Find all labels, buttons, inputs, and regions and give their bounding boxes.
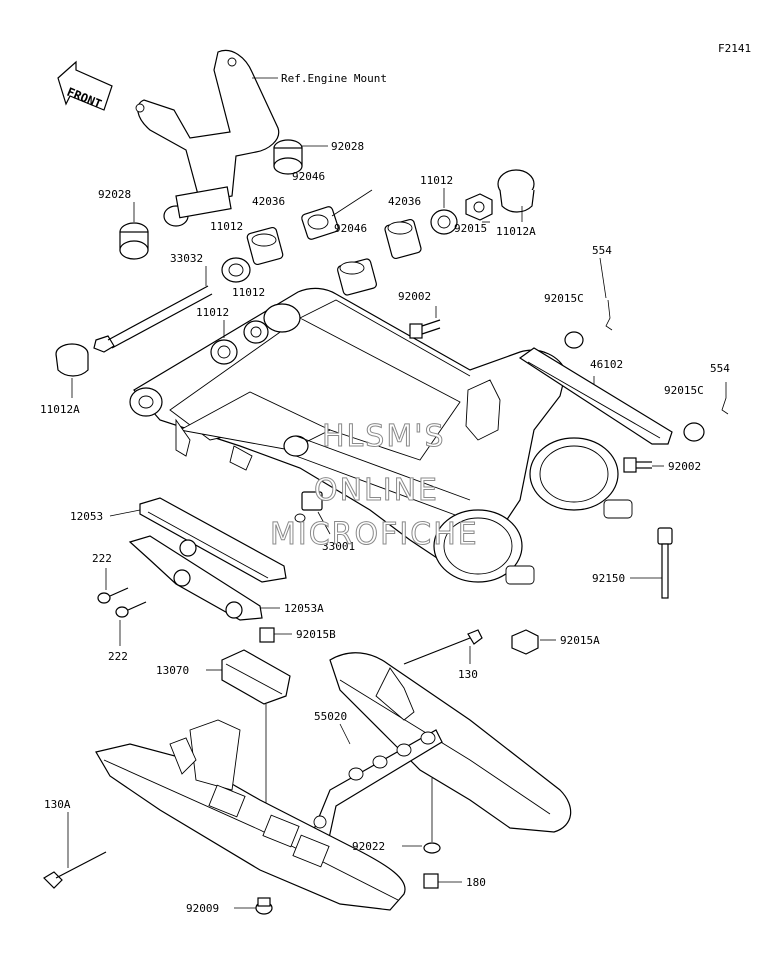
chain-guide: 12053A: [128, 535, 324, 621]
label-222-b: 222: [108, 650, 128, 663]
label-12053A: 12053A: [284, 602, 324, 615]
label-46102: 46102: [590, 358, 623, 371]
label-42036-b: 42036: [388, 195, 421, 208]
pivot-seals: 11012 11012 11012A: [40, 286, 269, 416]
label-11012A-left: 11012A: [40, 403, 80, 416]
bolt-92150: 92150: [592, 527, 673, 599]
label-92028-top: 92028: [331, 140, 364, 153]
figure-id: F2141: [718, 42, 751, 55]
nut-92015B: 92015B: [259, 627, 336, 643]
washer-92022: 92022: [352, 778, 441, 854]
label-12053: 12053: [70, 510, 103, 523]
label-92015: 92015: [454, 222, 487, 235]
label-92046-a: 92046: [292, 170, 325, 183]
ref-label: Ref.Engine Mount: [281, 72, 387, 85]
tie-rod-assembly: 92015C 554 46102 92015C 554: [518, 244, 730, 445]
label-130: 130: [458, 668, 478, 681]
block-13070: 13070: [156, 649, 291, 840]
label-11012-a: 11012: [210, 220, 243, 233]
label-11012-b: 11012: [232, 286, 265, 299]
label-13070: 13070: [156, 664, 189, 677]
nut-92015A: 92015A: [511, 629, 600, 655]
label-554-b: 554: [710, 362, 730, 375]
label-11012A-top: 11012A: [496, 225, 536, 238]
label-554-a: 554: [592, 244, 612, 257]
label-92015C-b: 92015C: [664, 384, 704, 397]
label-92022: 92022: [352, 840, 385, 853]
chain-slider: 12053: [70, 497, 287, 583]
label-92150: 92150: [592, 572, 625, 585]
watermark-line-3: MICROFICHE: [270, 517, 479, 552]
lower-chain-cover: [95, 719, 406, 911]
label-33001: 33001: [322, 540, 355, 553]
label-42036-a: 42036: [252, 195, 285, 208]
label-92015A: 92015A: [560, 634, 600, 647]
label-92015C-a: 92015C: [544, 292, 584, 305]
bolt-180: 180: [423, 873, 486, 889]
fitting-33001: 33001: [294, 491, 355, 553]
bolt-130A: 130A: [43, 798, 107, 889]
label-11012-top: 11012: [420, 174, 453, 187]
front-arrow-icon: FRONT: [57, 60, 113, 111]
label-180: 180: [466, 876, 486, 889]
engine-mount-bracket: Ref.Engine Mount: [135, 49, 387, 227]
screws-222: 222 222: [92, 552, 147, 663]
watermark-line-1: HLSM'S: [322, 419, 446, 454]
bolt-130: 130: [403, 629, 483, 681]
label-92002-b: 92002: [668, 460, 701, 473]
label-92046-b: 92046: [334, 222, 367, 235]
chain-guard: 55020: [307, 652, 572, 853]
label-92028-left: 92028: [98, 188, 131, 201]
bolt-92002-upper: 92002: [398, 290, 441, 339]
watermark: HLSM'S ONLINE MICROFICHE: [270, 419, 479, 553]
bolt-92002-lower: 92002: [623, 457, 701, 473]
label-130A: 130A: [44, 798, 71, 811]
label-33032: 33032: [170, 252, 203, 265]
label-92009: 92009: [186, 902, 219, 915]
screw-92009: 92009: [186, 897, 273, 915]
pivot-bushing-set: 92028 92028 92046 42036 11012 92046 4203…: [98, 139, 536, 296]
label-92015B: 92015B: [296, 628, 336, 641]
swingarm-body: [129, 287, 633, 585]
watermark-line-2: ONLINE: [314, 473, 439, 508]
axle-bolt: 33032: [93, 252, 213, 353]
label-92002-a: 92002: [398, 290, 431, 303]
label-222-a: 222: [92, 552, 112, 565]
label-55020: 55020: [314, 710, 347, 723]
label-11012-c: 11012: [196, 306, 229, 319]
